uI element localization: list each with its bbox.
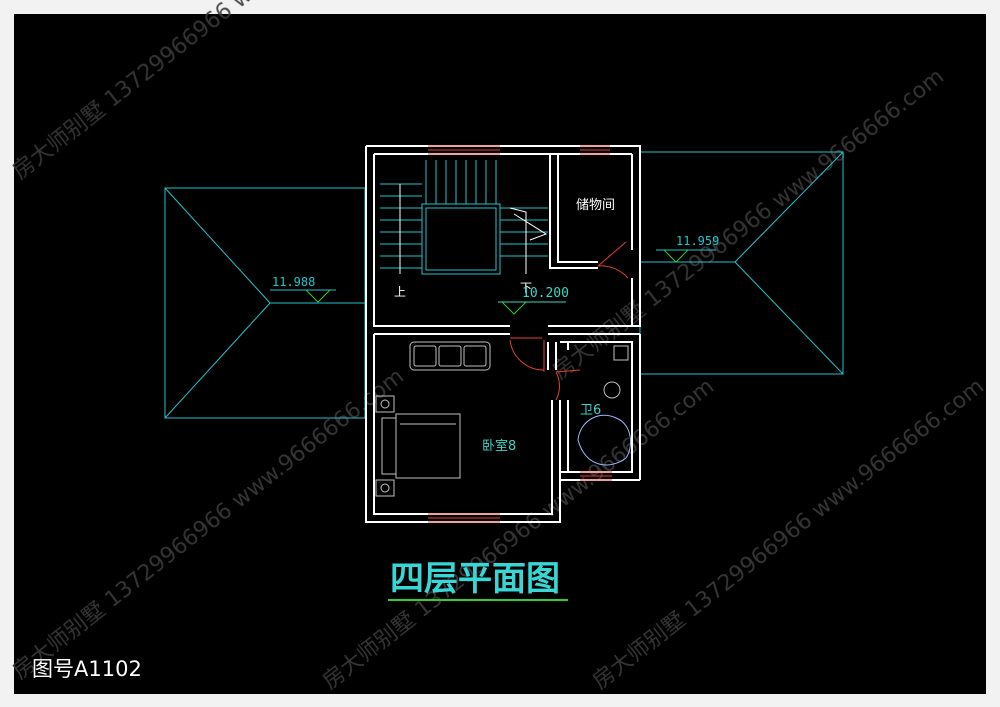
stair-treads-top xyxy=(425,160,497,204)
bedside-table-bottom xyxy=(375,479,395,497)
stair-up-label: 上 xyxy=(394,285,406,299)
windows xyxy=(428,145,612,523)
elevation-left-roof: 11.988 xyxy=(270,275,336,303)
stair xyxy=(380,160,548,275)
stair-treads-left xyxy=(380,183,422,269)
bedside-table-top xyxy=(375,395,395,413)
elevation-right-roof: 11.959 xyxy=(656,234,719,263)
room-label-bedroom: 卧室8 xyxy=(482,438,516,454)
drawing-number: 图号A1102 xyxy=(32,657,142,681)
basin xyxy=(613,345,629,361)
bed xyxy=(381,413,461,479)
window-bath-bottom xyxy=(580,471,612,481)
window-stair-top xyxy=(428,145,500,155)
doors xyxy=(509,241,629,401)
bathroom-fixtures xyxy=(577,345,632,466)
window-bedroom-bottom xyxy=(428,513,500,523)
elevation-floor: 10.200 xyxy=(498,286,569,315)
room-label-bathroom: 卫6 xyxy=(580,403,601,418)
elevation-floor-value: 10.200 xyxy=(522,286,569,301)
bedroom-furniture xyxy=(375,341,491,497)
door-bathroom xyxy=(555,369,581,401)
elevation-left-roof-value: 11.988 xyxy=(272,275,315,289)
elevation-right-roof-value: 11.959 xyxy=(676,234,719,248)
toilet xyxy=(603,381,621,399)
room-label-storage: 储物间 xyxy=(576,198,615,213)
stair-down-label: 下 xyxy=(520,281,532,295)
sofa xyxy=(409,341,491,371)
drawing-title: 四层平面图 xyxy=(390,559,560,599)
right-roof xyxy=(639,151,844,375)
window-storage-top xyxy=(580,145,610,155)
left-roof xyxy=(164,187,366,419)
door-bedroom xyxy=(509,337,545,372)
bathtub xyxy=(577,414,632,466)
door-storage xyxy=(597,241,629,279)
